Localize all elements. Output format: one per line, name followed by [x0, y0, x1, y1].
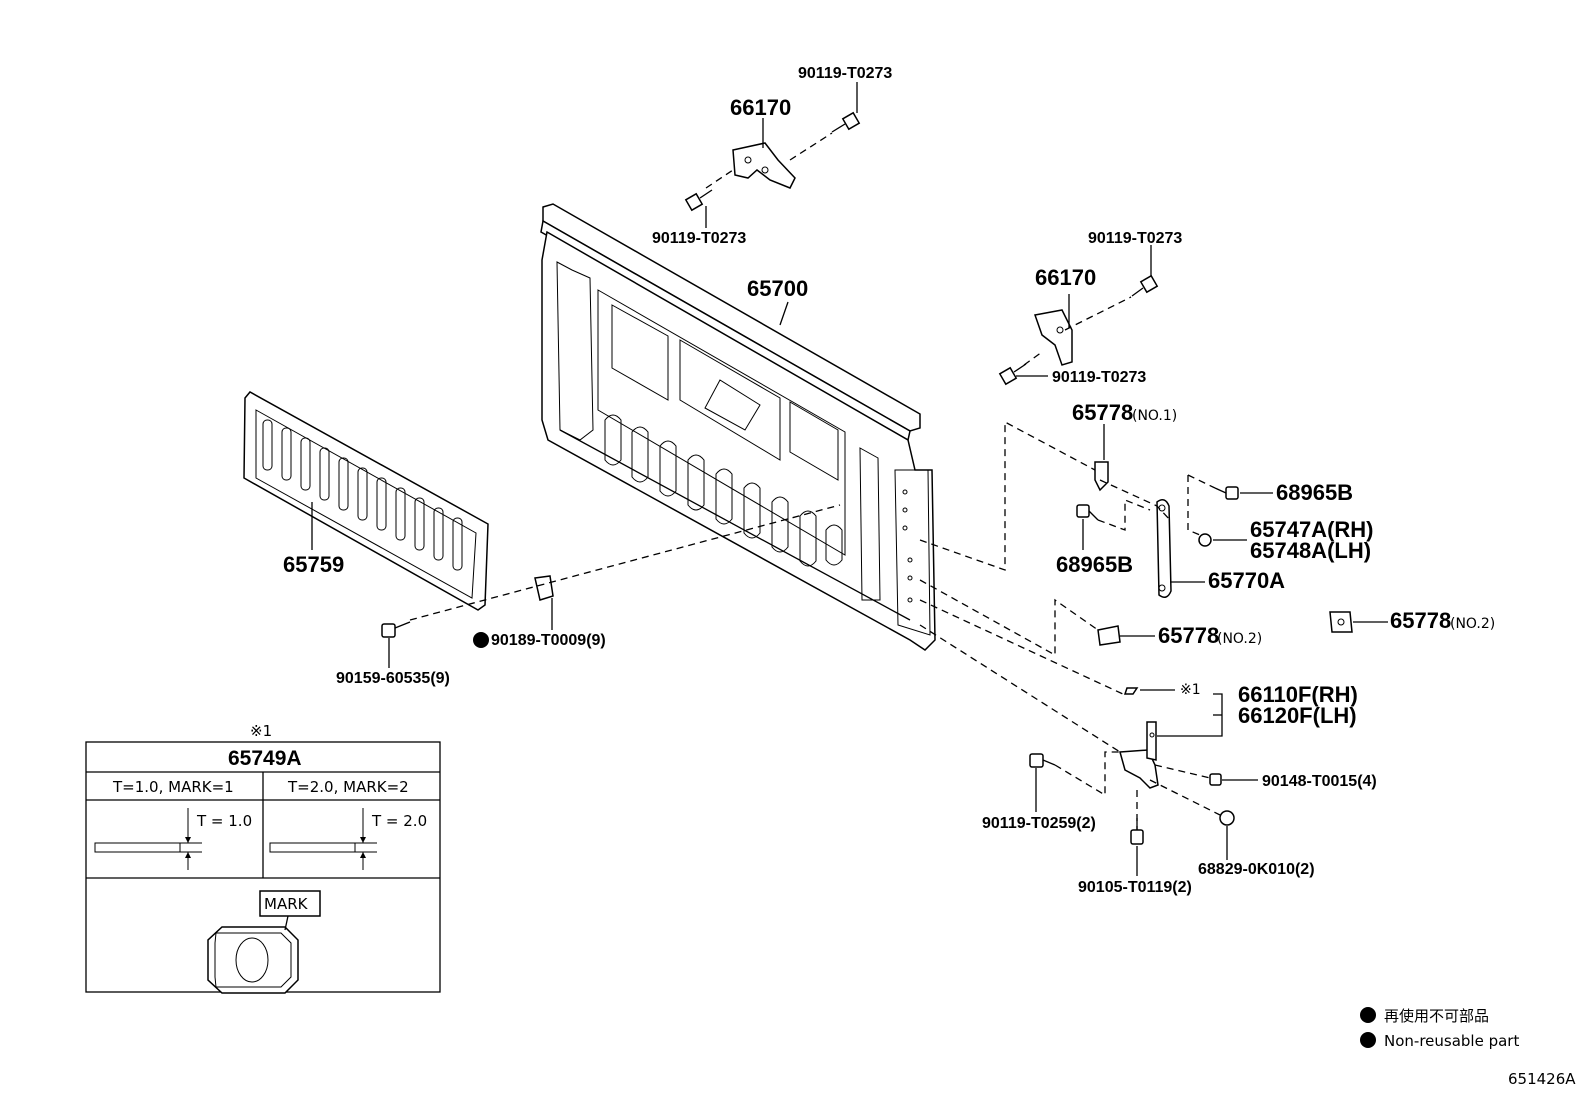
table-t1: T = 1.0	[196, 812, 252, 830]
hinge-66170-right	[1034, 309, 1073, 366]
shim-x1	[1123, 687, 1139, 695]
label-90159: 90159-60535(9)	[336, 670, 450, 687]
label-66110f: 66110F(RH)	[1238, 682, 1358, 707]
label-65747a: 65747A(RH)	[1250, 517, 1374, 542]
cable-65770a	[1156, 499, 1172, 598]
label-65778-no2b: 65778	[1390, 608, 1451, 633]
bolt-90119-t0273-r2	[998, 363, 1027, 386]
table-mark: MARK	[264, 895, 309, 913]
bolt-90159	[381, 621, 411, 638]
label-90119-t0273-top: 90119-T0273	[798, 65, 892, 82]
label-x1: ※1	[1180, 682, 1201, 698]
bolt-90119-t0273-top	[831, 111, 861, 133]
table-col2: T=2.0, MARK=2	[287, 778, 409, 796]
part-labels: 90119-T0273 66170 90119-T0273 65700 9011…	[283, 65, 1495, 896]
label-65778-no2a: 65778	[1158, 623, 1219, 648]
label-90105: 90105-T0119(2)	[1078, 879, 1192, 896]
clip-90189	[534, 575, 554, 601]
legend-jp: 再使用不可部品	[1384, 1007, 1489, 1025]
hinge-66110f	[1119, 721, 1159, 789]
label-65778-no1-note: (NO.1)	[1132, 408, 1177, 424]
label-90148: 90148-T0015(4)	[1262, 773, 1377, 790]
label-90119-t0273-r1: 90119-T0273	[1088, 230, 1182, 247]
leader-lines	[311, 82, 1388, 876]
label-90119-t0259: 90119-T0259(2)	[982, 815, 1096, 832]
striker-65778-no2b	[1329, 611, 1353, 633]
label-65770a: 65770A	[1208, 568, 1285, 593]
label-65778-no2b-note: (NO.2)	[1450, 616, 1495, 632]
striker-65778-no1	[1094, 461, 1109, 492]
bolt-68965b-b	[1076, 504, 1099, 521]
bolt-68965b-a	[1214, 486, 1239, 500]
label-68829: 68829-0K010(2)	[1198, 861, 1315, 878]
label-90119-t0273-r2: 90119-T0273	[1052, 369, 1146, 386]
label-65778-no2a-note: (NO.2)	[1217, 631, 1262, 647]
garnish-65759	[243, 391, 489, 611]
bolt-90119-t0273-a	[684, 189, 713, 212]
label-66170-right: 66170	[1035, 265, 1096, 290]
label-90189: 90189-T0009(9)	[491, 632, 606, 649]
non-reusable-marker	[473, 632, 489, 648]
striker-65778-no2a	[1097, 625, 1121, 646]
label-65778-no1: 65778	[1072, 400, 1133, 425]
bolt-90148	[1209, 773, 1222, 786]
hinge-66170-top	[732, 142, 796, 189]
bolt-90119-t0259	[1029, 753, 1056, 768]
label-90119-t0273-a: 90119-T0273	[652, 230, 746, 247]
label-65700: 65700	[747, 276, 808, 301]
label-65759: 65759	[283, 552, 344, 577]
legend-en: Non-reusable part	[1384, 1032, 1519, 1050]
nut-68829	[1219, 810, 1235, 826]
label-66170-top: 66170	[730, 95, 791, 120]
label-68965b-b: 68965B	[1056, 552, 1133, 577]
legend: 再使用不可部品 Non-reusable part	[1360, 1007, 1519, 1050]
table-title: 65749A	[228, 747, 302, 770]
assembly-lines	[409, 132, 1221, 830]
table-t2: T = 2.0	[371, 812, 427, 830]
label-68965b-a: 68965B	[1276, 480, 1353, 505]
label-65748a: 65748A(LH)	[1250, 538, 1371, 563]
figure-id: 651426A	[1508, 1070, 1576, 1088]
shim-table: ※1 65749A T=1.0, MARK=1 T=2.0, MARK=2 T …	[85, 722, 441, 994]
tailgate-65700	[540, 203, 936, 651]
bolt-90119-t0273-r1	[1131, 274, 1159, 297]
bolt-90105	[1130, 818, 1144, 845]
label-66120f: 66120F(LH)	[1238, 703, 1357, 728]
table-col1: T=1.0, MARK=1	[112, 778, 234, 796]
table-note: ※1	[250, 722, 272, 740]
washer-65747a	[1198, 533, 1212, 547]
